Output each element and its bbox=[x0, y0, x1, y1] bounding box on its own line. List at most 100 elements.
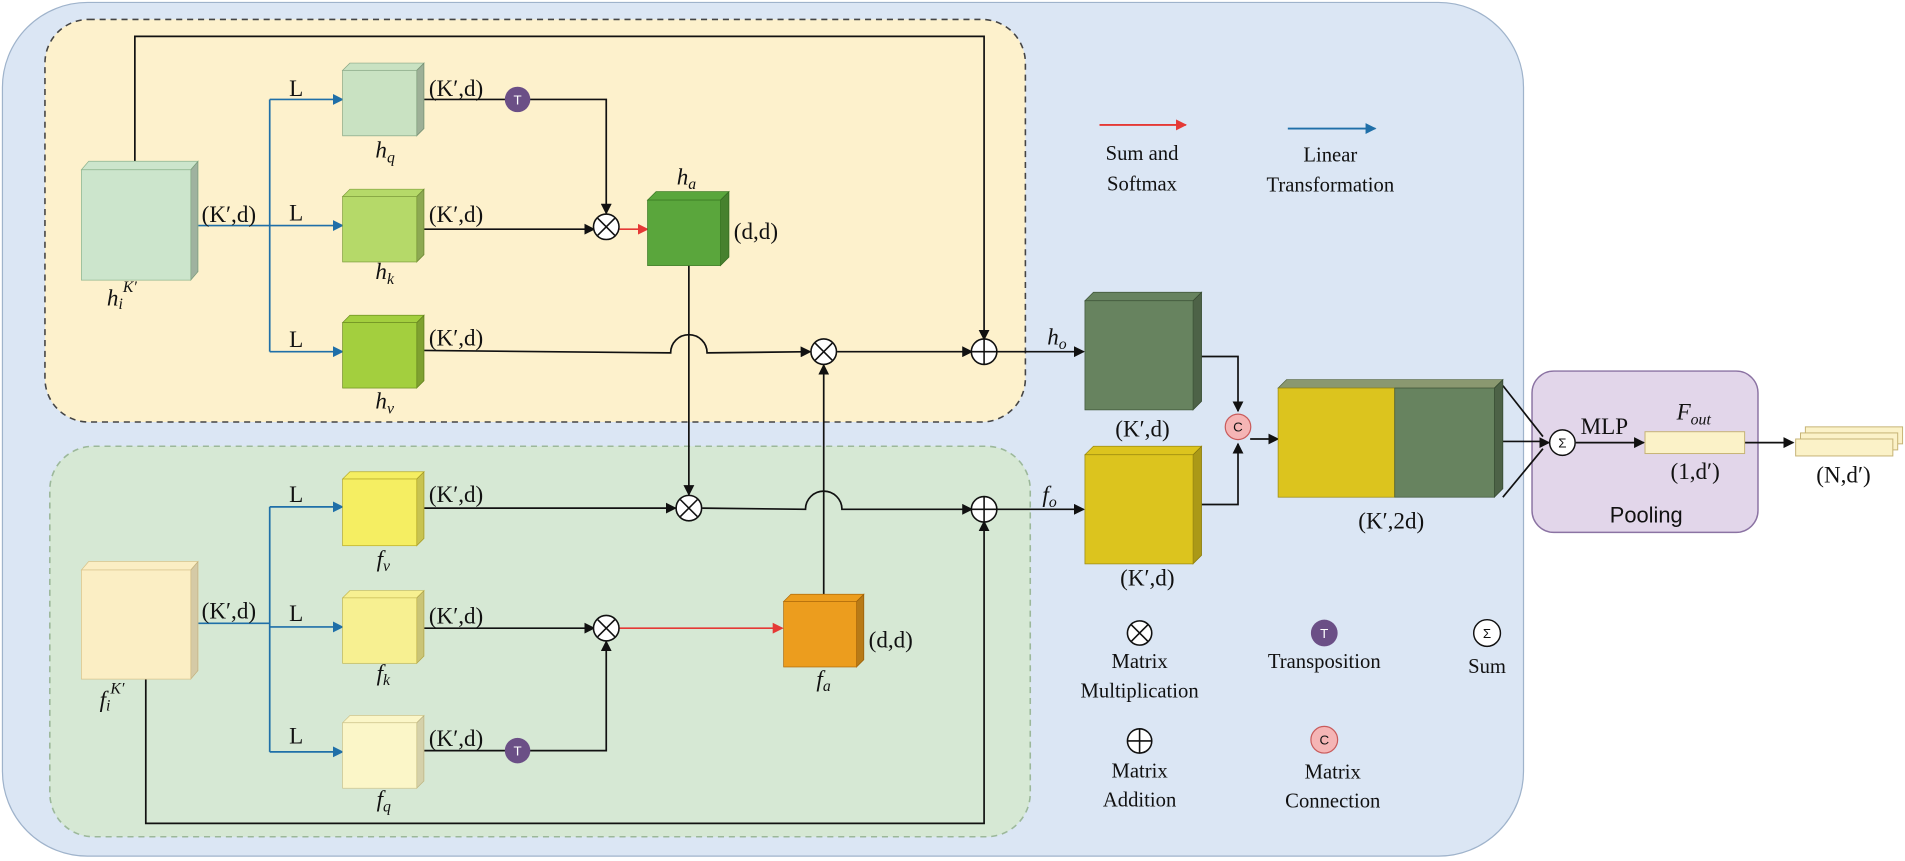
svg-text:fiK′: fiK′ bbox=[100, 681, 125, 715]
multiply-node-bottom-fa bbox=[592, 614, 620, 642]
box-h-q bbox=[341, 62, 425, 137]
var-f-o: fo bbox=[1042, 481, 1056, 511]
svg-text:fa: fa bbox=[816, 665, 830, 695]
add-node-bottom bbox=[970, 495, 998, 523]
legend-linear-line1: Linear bbox=[1303, 144, 1357, 166]
shape-fq: (K′,d) bbox=[429, 725, 483, 751]
svg-text:T: T bbox=[1320, 626, 1328, 641]
svg-text:Σ: Σ bbox=[1483, 626, 1491, 641]
shape-ha: (d,d) bbox=[734, 218, 778, 244]
shape-fv: (K′,d) bbox=[429, 481, 483, 507]
svg-text:hq: hq bbox=[375, 137, 395, 167]
fusion-connectors bbox=[1201, 355, 1795, 506]
box-f-v bbox=[341, 470, 425, 547]
bottom-branch-panel bbox=[49, 445, 1032, 838]
svg-text:T: T bbox=[513, 744, 521, 759]
shape-output: (N,d′) bbox=[1816, 462, 1870, 488]
svg-text:Σ: Σ bbox=[1558, 435, 1566, 450]
shape-fo: (K′,d) bbox=[1120, 565, 1174, 591]
concat-node: C bbox=[1224, 413, 1252, 441]
legend-linear-line2: Transformation bbox=[1266, 175, 1394, 197]
var-h-o: ho bbox=[1047, 323, 1067, 353]
linear-label-fk: L bbox=[289, 600, 303, 626]
transpose-node-top: T bbox=[504, 86, 531, 113]
shape-fout: (1,d′) bbox=[1671, 458, 1720, 484]
linear-label-fq: L bbox=[289, 722, 303, 748]
svg-text:fo: fo bbox=[1042, 481, 1056, 511]
box-f-k bbox=[341, 589, 425, 665]
shape-fi: (K′,d) bbox=[202, 597, 256, 623]
var-h-i: hiK′ bbox=[107, 279, 137, 313]
bottom-branch-connectors bbox=[144, 363, 1085, 825]
legend-concat-symbol: C bbox=[1310, 725, 1339, 754]
box-h-o bbox=[1084, 291, 1203, 411]
legend-mc-line1: Matrix bbox=[1305, 762, 1362, 784]
box-concat bbox=[1277, 378, 1504, 499]
shape-hq: (K′,d) bbox=[429, 75, 483, 101]
shape-hi: (K′,d) bbox=[202, 201, 256, 227]
operator-nodes bbox=[592, 213, 1153, 754]
svg-text:T: T bbox=[513, 92, 521, 107]
legend-add-symbol bbox=[1126, 728, 1153, 754]
mlp-label: MLP bbox=[1581, 413, 1628, 439]
legend-sum-softmax-line2: Softmax bbox=[1107, 173, 1178, 195]
svg-text:ha: ha bbox=[677, 163, 697, 193]
shape-fa: (d,d) bbox=[869, 627, 913, 653]
box-f-out bbox=[1644, 431, 1746, 455]
legend-transpose-symbol: T bbox=[1310, 619, 1338, 647]
svg-text:hv: hv bbox=[375, 388, 394, 418]
legend-sum-softmax-line1: Sum and bbox=[1106, 143, 1180, 165]
box-h-a bbox=[646, 190, 730, 267]
sum-node: Σ bbox=[1548, 429, 1576, 457]
svg-text:C: C bbox=[1233, 420, 1243, 435]
multiply-node-top-av bbox=[810, 338, 838, 366]
multiply-node-top-ha bbox=[592, 213, 620, 241]
legend-ma-line1: Matrix bbox=[1112, 760, 1169, 782]
top-branch-panel bbox=[44, 18, 1027, 423]
linear-label-hv: L bbox=[289, 326, 303, 352]
var-f-out: Fout bbox=[1676, 399, 1712, 429]
legend-mm-line1: Matrix bbox=[1112, 651, 1169, 673]
svg-text:hk: hk bbox=[375, 258, 395, 288]
add-node-top bbox=[970, 338, 998, 366]
linear-label-hk: L bbox=[289, 200, 303, 226]
pooling-label: Pooling bbox=[1610, 503, 1683, 528]
svg-text:ho: ho bbox=[1047, 323, 1067, 353]
var-h-k: hk bbox=[375, 258, 395, 288]
box-output-stack bbox=[1795, 426, 1904, 457]
var-h-a: ha bbox=[677, 163, 697, 193]
box-h-v bbox=[341, 314, 425, 389]
var-f-k: fk bbox=[377, 659, 391, 689]
svg-text:Fout: Fout bbox=[1676, 399, 1712, 429]
var-f-i: fiK′ bbox=[100, 681, 125, 715]
transpose-node-bottom: T bbox=[504, 737, 531, 764]
svg-text:fv: fv bbox=[377, 545, 390, 575]
legend-mm-line2: Multiplication bbox=[1081, 680, 1199, 702]
var-f-q: fq bbox=[377, 785, 391, 815]
top-branch-connectors bbox=[134, 35, 1085, 496]
linear-label-hq: L bbox=[289, 75, 303, 101]
shape-hv: (K′,d) bbox=[429, 325, 483, 351]
legend-sum-symbol: Σ bbox=[1472, 618, 1502, 648]
legend-transpose-label: Transposition bbox=[1268, 651, 1381, 673]
shape-ho: (K′,d) bbox=[1115, 416, 1169, 442]
var-f-v: fv bbox=[377, 545, 390, 575]
var-f-a: fa bbox=[816, 665, 830, 695]
legend-ma-line2: Addition bbox=[1103, 789, 1176, 811]
box-f-q bbox=[341, 714, 425, 790]
shape-fk: (K′,d) bbox=[429, 602, 483, 628]
box-f-i bbox=[80, 560, 199, 681]
svg-text:fq: fq bbox=[377, 785, 391, 815]
var-h-v: hv bbox=[375, 388, 394, 418]
legend-multiply-symbol bbox=[1126, 620, 1153, 646]
var-h-q: hq bbox=[375, 137, 395, 167]
box-f-o bbox=[1084, 445, 1203, 565]
svg-text:C: C bbox=[1319, 733, 1329, 748]
box-h-k bbox=[341, 188, 425, 263]
svg-text:hiK′: hiK′ bbox=[107, 279, 137, 313]
box-f-a bbox=[782, 593, 865, 668]
multiply-node-bottom-av bbox=[675, 494, 703, 522]
linear-label-fv: L bbox=[289, 481, 303, 507]
box-h-i bbox=[80, 160, 199, 282]
